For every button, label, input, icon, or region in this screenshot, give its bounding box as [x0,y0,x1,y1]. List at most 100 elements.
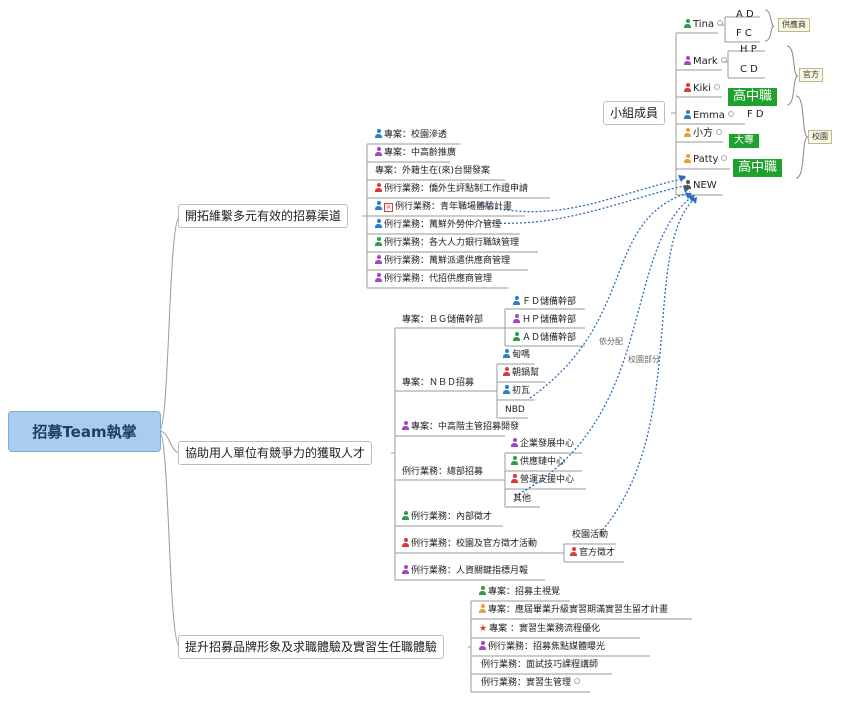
list-item[interactable]: 專案：應屆畢業升級實習期滿實習生留才計畫 [479,604,668,616]
person-icon [402,421,409,430]
group-tag-supplier[interactable]: 供應商 [778,18,810,32]
list-item[interactable]: 專案：外籍生在(來)台開發案 [375,166,491,176]
member-new[interactable]: NEW [684,180,717,192]
list-item[interactable]: 營運支援中心 [511,474,574,486]
list-item[interactable]: 例行業務：面試技巧課程講師 [481,660,599,670]
list-item[interactable]: ＦＤ儲備幹部 [513,296,576,308]
person-icon [684,83,691,92]
list-item[interactable]: 例行業務：萬鮮派遣供應商管理 [375,255,510,267]
list-item[interactable]: 其他 [513,494,532,504]
person-icon [375,237,382,246]
task-box-icon: × [384,203,393,212]
list-item[interactable]: 專案：招募主視覺 [479,586,560,598]
role-fd: F D [747,109,764,120]
person-icon [375,201,382,210]
nbd-project[interactable]: 專案：ＮＢＤ招募 [402,378,475,388]
relation-label-campus: 校園部分 [628,355,660,364]
member-emma[interactable]: Emma [684,110,734,122]
person-icon [479,586,486,595]
branch-employer-branding[interactable]: 提升招募品牌形象及求職體驗及實習生任職體驗 [178,635,445,659]
collapse-icon[interactable] [727,111,734,117]
star-icon: ★ [479,624,488,634]
person-icon [375,129,382,138]
person-icon [513,296,520,305]
person-icon [375,147,382,156]
list-item[interactable]: NBD [505,405,525,415]
person-icon [684,154,691,163]
person-icon [503,349,510,358]
list-item[interactable]: 甸嗎 [503,349,530,361]
list-item[interactable]: 專案：中高階主管招募開發 [402,421,519,433]
role-fc: F C [736,28,752,39]
group-tag-campus[interactable]: 校園 [808,130,832,144]
list-item[interactable]: 例行業務：萬鮮外勞仲介管理 [375,219,501,231]
list-item[interactable]: 例行業務：各大人力銀行職缺管理 [375,237,519,249]
relation-label-assign: 依分配 [599,337,623,346]
list-item[interactable]: ×例行業務：青年職場體驗計畫 [375,201,512,213]
member-kiki[interactable]: Kiki [684,83,720,95]
branch-talent-acquisition[interactable]: 協助用人單位有競爭力的獲取人才 [178,441,373,465]
root-topic[interactable]: 招募Team執掌 [8,411,161,452]
collapse-icon[interactable] [721,155,728,161]
person-icon [684,128,691,137]
person-icon [684,56,691,65]
member-tina[interactable]: Tina [684,19,724,31]
member-mark[interactable]: Mark [684,56,727,68]
team-members-topic[interactable]: 小組成員 [603,101,666,125]
bg-project[interactable]: 專案：ＢＧ儲備幹部 [402,315,484,325]
list-item[interactable]: 供應鏈中心 [511,456,565,468]
person-icon [511,438,518,447]
list-item[interactable]: 官方徵才 [570,547,615,559]
person-icon [479,641,486,650]
person-icon [513,314,520,323]
list-item[interactable]: 專案：中高齡推廣 [375,147,456,159]
person-icon [570,547,577,556]
list-item[interactable]: 例行業務：僑外生評點制工作證申請 [375,183,528,195]
person-icon [513,332,520,341]
branch-recruitment-channels[interactable]: 開拓維繫多元有效的招募渠道 [178,204,349,228]
list-item[interactable]: 校園活動 [572,530,609,540]
list-item[interactable]: 例行業務：代招供應商管理 [375,273,492,285]
person-icon [684,110,691,119]
role-ad: A D [736,9,754,20]
list-item[interactable]: ＡＤ儲備幹部 [513,332,576,344]
role-cd: C D [740,64,758,75]
list-item[interactable]: ★專案 ：實習生業務流程優化 [479,624,600,634]
list-item[interactable]: 例行業務：人資關鍵指標月報 [402,565,528,577]
role-hp: H P [740,44,757,55]
collapse-icon[interactable] [716,129,722,135]
person-icon [375,183,382,192]
person-icon [479,604,486,613]
person-icon [684,180,691,189]
list-item[interactable]: 例行業務：招募焦點媒體曝光 [479,641,605,653]
person-icon [503,367,510,376]
person-icon [684,19,691,28]
member-patty[interactable]: Patty [684,154,728,166]
patty-tag: 高中職 [733,159,783,177]
person-icon [375,255,382,264]
xiaofang-tag: 大專 [729,134,759,148]
list-item[interactable]: 專案：校園滲透 [375,129,447,141]
list-item[interactable]: ＨＰ儲備幹部 [513,314,576,326]
collapse-icon[interactable] [720,57,727,63]
collapse-icon[interactable] [713,84,720,90]
collapse-icon[interactable] [717,20,724,26]
person-icon [402,538,409,547]
list-item[interactable]: 初瓦 [503,385,530,397]
kiki-tag: 高中職 [728,88,778,106]
hq-recruitment[interactable]: 例行業務：總部招募 [402,467,484,477]
person-icon [375,273,382,282]
campus-official-events[interactable]: 例行業務：校園及官方徵才活動 [402,538,537,550]
member-xiaofang[interactable]: 小方 [684,128,722,140]
list-item[interactable]: 例行業務：實習生管理 [481,677,581,689]
list-item[interactable]: 例行業務：內部徵才 [402,511,492,523]
group-tag-official[interactable]: 官方 [799,68,823,82]
person-icon [511,456,518,465]
person-icon [402,565,409,574]
person-icon [375,219,382,228]
list-item[interactable]: 朝鍋幫 [503,367,539,379]
collapse-icon[interactable] [574,678,581,684]
list-item[interactable]: 企業發展中心 [511,438,574,450]
person-icon [511,474,518,483]
